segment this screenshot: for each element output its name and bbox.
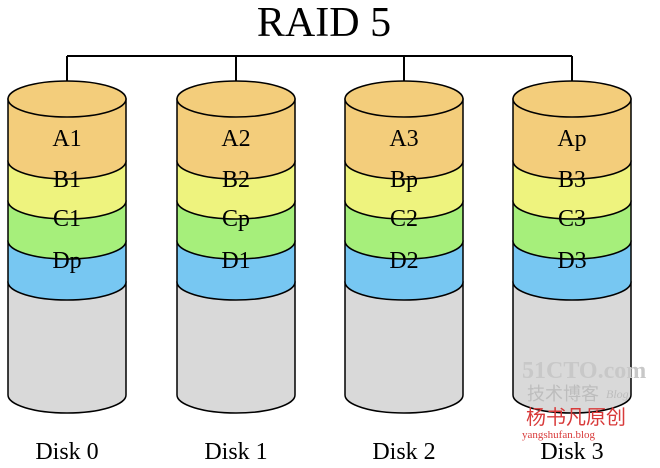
disk-empty-space (7, 281, 127, 414)
disk-block-A1 (7, 98, 127, 180)
disk-empty-space (512, 281, 632, 414)
connector-lines (66, 55, 573, 87)
block-label: D3 (557, 248, 586, 274)
block-label: B2 (222, 167, 250, 193)
block-label: D2 (389, 248, 418, 274)
disk-block-Ap (512, 98, 632, 180)
watermark-url: yangshufan.blog (522, 429, 596, 441)
block-label: B1 (53, 167, 81, 193)
block-label: C2 (390, 206, 418, 232)
disk-empty-space (344, 281, 464, 414)
block-label: D1 (221, 248, 250, 274)
disk-label: Disk 3 (540, 439, 603, 465)
disk-label: Disk 1 (204, 439, 267, 465)
block-label: Bp (390, 167, 418, 193)
disk-empty-space (176, 281, 296, 414)
disk-label: Disk 2 (372, 439, 435, 465)
watermark: 51CTO.com 技术博客 Blog 杨书凡原创 yangshufan.blo… (522, 358, 646, 441)
block-label: A1 (52, 126, 81, 152)
disk-block-A3 (344, 98, 464, 180)
block-label: Dp (52, 248, 81, 274)
watermark-site: 51CTO.com (522, 358, 646, 384)
disk-block-A2 (176, 98, 296, 180)
disk-top (7, 80, 127, 118)
watermark-blog-en: Blog (606, 387, 629, 401)
block-label: C3 (558, 206, 586, 232)
block-label: B3 (558, 167, 586, 193)
block-label: Ap (557, 126, 586, 152)
disk-top (344, 80, 464, 118)
disk-top (176, 80, 296, 118)
disk-top (512, 80, 632, 118)
diagram-title: RAID 5 (257, 0, 391, 46)
watermark-author: 杨书凡原创 (526, 406, 626, 429)
block-label: A2 (221, 126, 250, 152)
block-label: Cp (222, 206, 250, 232)
block-label: C1 (53, 206, 81, 232)
watermark-blog-cn: 技术博客 (527, 384, 599, 404)
block-label: A3 (389, 126, 418, 152)
disk-label: Disk 0 (35, 439, 98, 465)
